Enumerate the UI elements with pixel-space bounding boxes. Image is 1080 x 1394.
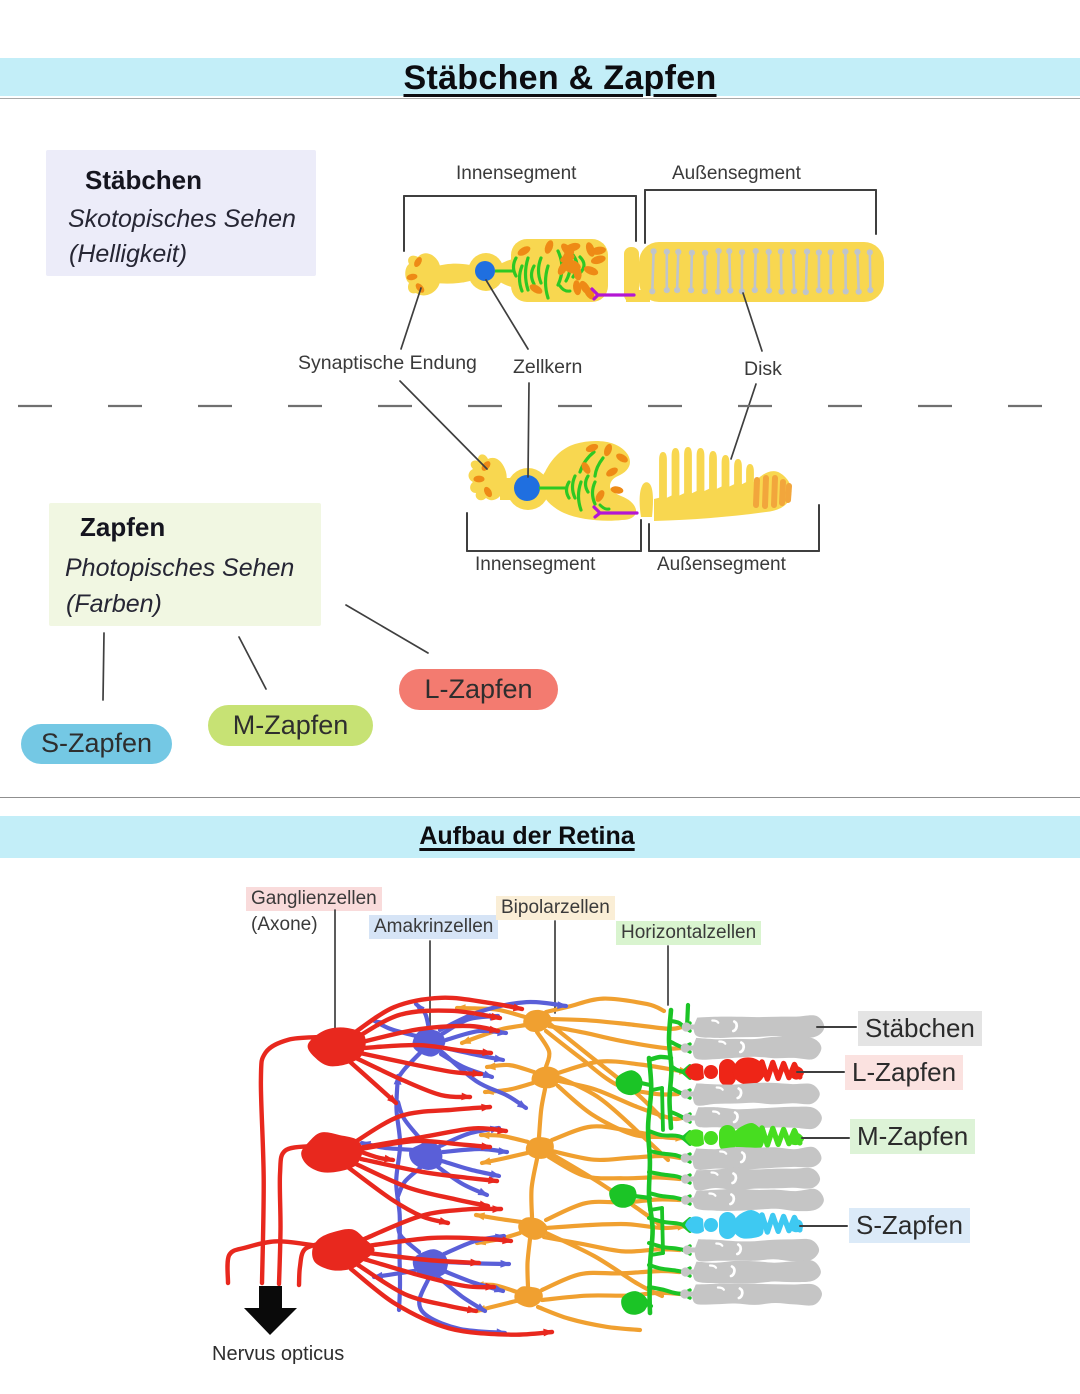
top-divider-line <box>0 98 1080 99</box>
nervus-opticus-arrow <box>244 1286 297 1335</box>
rods-cones-title: Stäbchen & Zapfen <box>403 59 717 97</box>
cone-outer-segment-label: Außensegment <box>657 554 786 575</box>
horizontal-cells-label: Horizontalzellen <box>616 921 762 945</box>
rod-box-line2: (Helligkeit) <box>69 240 188 268</box>
retina-label-lines <box>334 909 669 1036</box>
nervus-opticus-label: Nervus opticus <box>212 1343 345 1365</box>
rod-outer-segment-label: Außensegment <box>672 163 801 184</box>
bipolar-cells-label: Bipolarzellen <box>496 896 615 920</box>
rod-brackets <box>403 189 877 252</box>
rod-inner-segment-label: Innensegment <box>456 163 577 184</box>
retina-banner <box>0 816 1080 858</box>
bipolar-cells <box>454 996 691 1333</box>
cone-box-title: Zapfen <box>80 512 166 542</box>
rods-cones-banner <box>0 58 1080 96</box>
part-label-lines <box>399 279 763 478</box>
retina-title: Aufbau der Retina <box>419 822 635 850</box>
rods-label: Stäbchen <box>858 1011 982 1046</box>
synapse-label: Synaptische Endung <box>298 352 477 374</box>
cone-info-box: Zapfen Photopisches Sehen (Farben) <box>49 503 321 626</box>
cone-cell-drawing <box>468 441 792 521</box>
disk-label: Disk <box>744 358 782 380</box>
axons-sublabel: (Axone) <box>251 914 318 935</box>
rod-cell-drawing <box>405 239 884 302</box>
ganglion-cells <box>225 995 555 1337</box>
s-cone-label: S-Zapfen <box>849 1208 970 1243</box>
amacrine-cells-label: Amakrinzellen <box>369 915 499 939</box>
rod-box-title: Stäbchen <box>85 165 203 195</box>
l-cone-pill: L-Zapfen <box>399 669 558 710</box>
pill-connector-lines <box>102 604 429 701</box>
m-cone-pill: M-Zapfen <box>208 705 373 746</box>
nucleus-label: Zellkern <box>513 356 583 378</box>
rod-box-line1: Skotopisches Sehen <box>68 205 296 233</box>
rod-info-box: Stäbchen Skotopisches Sehen (Helligkeit) <box>46 150 316 276</box>
photoreceptors <box>680 1015 825 1306</box>
right-label-lines <box>796 1026 857 1227</box>
ganglion-cells-label: Ganglienzellen <box>246 887 382 911</box>
cone-box-line2: (Farben) <box>66 590 162 618</box>
cone-box-line1: Photopisches Sehen <box>65 554 295 582</box>
cone-brackets <box>466 504 820 552</box>
m-cone-label: M-Zapfen <box>850 1119 976 1154</box>
s-cone-pill: S-Zapfen <box>21 724 172 764</box>
l-cone-label: L-Zapfen <box>845 1055 964 1090</box>
cone-inner-segment-label: Innensegment <box>475 554 596 575</box>
section-divider-line <box>0 797 1080 798</box>
